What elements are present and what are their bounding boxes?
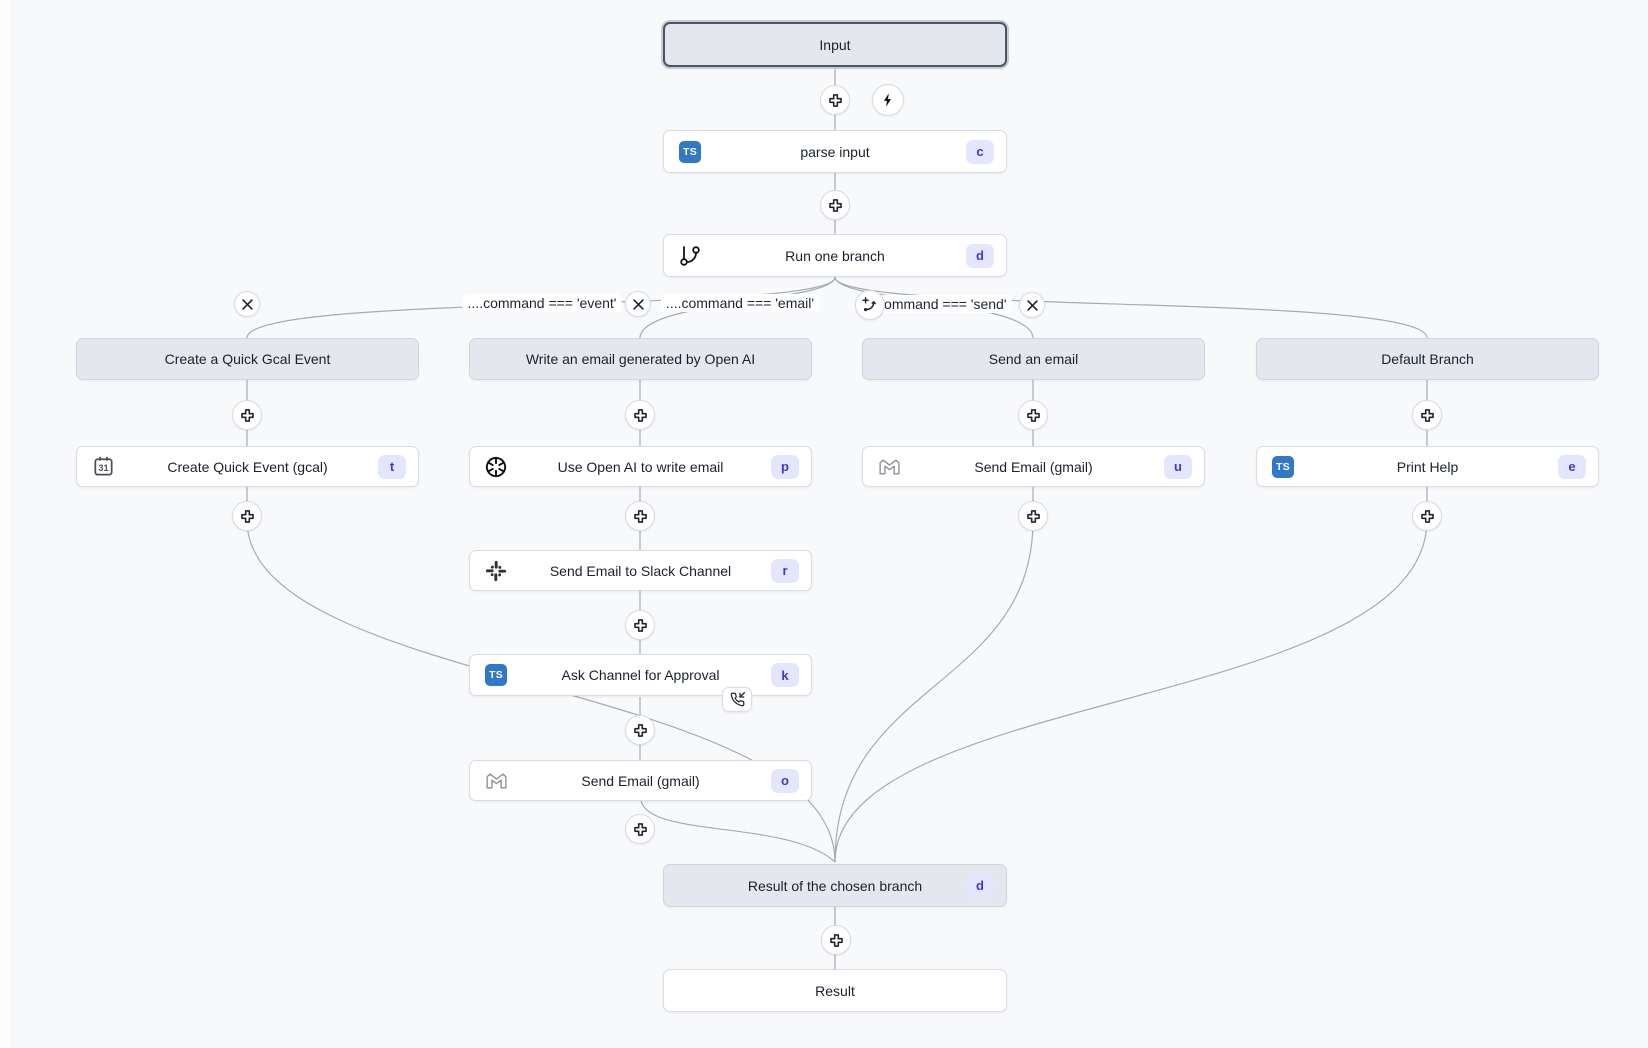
node-send-email-slack[interactable]: Send Email to Slack Channel r bbox=[469, 550, 812, 591]
insert-step-button[interactable] bbox=[625, 814, 655, 844]
node-result[interactable]: Result bbox=[663, 969, 1007, 1012]
step-id-badge: p bbox=[771, 454, 799, 479]
step-label: Create Quick Event (gcal) bbox=[167, 458, 328, 475]
remove-branch-button[interactable] bbox=[1019, 292, 1045, 318]
plus-icon bbox=[1420, 408, 1434, 422]
insert-step-button[interactable] bbox=[625, 501, 655, 531]
plus-icon bbox=[829, 933, 843, 947]
insert-step-button[interactable] bbox=[625, 400, 655, 430]
node-run-one-branch[interactable]: Run one branch d bbox=[663, 234, 1007, 277]
step-id-badge: d bbox=[966, 873, 994, 898]
node-use-openai[interactable]: Use Open AI to write email p bbox=[469, 446, 812, 487]
insert-step-button[interactable] bbox=[821, 925, 851, 955]
phone-incoming-icon bbox=[730, 692, 745, 707]
node-parse-input-label: parse input bbox=[800, 143, 870, 160]
plus-icon bbox=[1420, 509, 1434, 523]
step-id-badge: t bbox=[378, 454, 406, 479]
step-id-badge: e bbox=[1558, 454, 1586, 479]
close-icon bbox=[241, 298, 253, 310]
svg-text:31: 31 bbox=[98, 463, 108, 473]
step-label: Use Open AI to write email bbox=[557, 458, 724, 475]
branch-condition-label: ....command === 'send' bbox=[856, 295, 1012, 313]
lightning-icon bbox=[883, 93, 892, 107]
step-label: Send Email to Slack Channel bbox=[549, 562, 732, 579]
insert-step-button[interactable] bbox=[1412, 501, 1442, 531]
branch-header-label: Write an email generated by Open AI bbox=[525, 351, 756, 367]
typescript-icon: TS bbox=[483, 662, 509, 688]
branch-condition-label: ....command === 'event' bbox=[462, 294, 622, 312]
node-print-help[interactable]: TS Print Help e bbox=[1256, 446, 1599, 487]
plus-icon bbox=[633, 408, 647, 422]
insert-step-button[interactable] bbox=[820, 85, 850, 115]
node-send-email-gmail[interactable]: Send Email (gmail) u bbox=[862, 446, 1205, 487]
left-gutter bbox=[0, 0, 11, 1048]
plus-icon bbox=[633, 723, 647, 737]
branch-header-label: Default Branch bbox=[1381, 351, 1474, 367]
gmail-icon bbox=[483, 768, 509, 794]
step-label: Send Email (gmail) bbox=[581, 772, 700, 789]
plus-icon bbox=[1026, 408, 1040, 422]
add-branch-button[interactable] bbox=[855, 290, 885, 320]
step-label: Ask Channel for Approval bbox=[561, 667, 720, 683]
step-id-badge: r bbox=[771, 558, 799, 583]
remove-branch-button[interactable] bbox=[234, 291, 260, 317]
node-create-quick-event[interactable]: 31 Create Quick Event (gcal) t bbox=[76, 446, 419, 487]
node-parse-input[interactable]: TS parse input c bbox=[663, 130, 1007, 173]
gmail-icon bbox=[876, 454, 902, 480]
branch-header-send-email[interactable]: Send an email bbox=[862, 338, 1205, 380]
slack-icon bbox=[483, 558, 509, 584]
branch-header-openai-email[interactable]: Write an email generated by Open AI bbox=[469, 338, 812, 380]
remove-branch-button[interactable] bbox=[625, 291, 651, 317]
branch-header-label: Send an email bbox=[988, 351, 1079, 367]
insert-step-button[interactable] bbox=[1412, 400, 1442, 430]
plus-icon bbox=[633, 822, 647, 836]
step-id-badge: u bbox=[1164, 454, 1192, 479]
insert-step-button[interactable] bbox=[625, 715, 655, 745]
branch-header-label: Create a Quick Gcal Event bbox=[164, 351, 331, 367]
step-id-badge: o bbox=[771, 768, 799, 793]
plus-icon bbox=[240, 509, 254, 523]
plus-icon bbox=[828, 93, 842, 107]
insert-step-button[interactable] bbox=[625, 610, 655, 640]
plus-icon bbox=[1026, 509, 1040, 523]
suspend-approval-badge bbox=[722, 687, 752, 712]
step-id-badge: c bbox=[966, 139, 994, 164]
step-id-badge: k bbox=[771, 663, 799, 687]
insert-step-button[interactable] bbox=[1018, 400, 1048, 430]
git-branch-icon bbox=[677, 243, 703, 269]
plus-icon bbox=[633, 509, 647, 523]
add-branch-icon bbox=[862, 297, 876, 312]
typescript-icon: TS bbox=[677, 139, 703, 165]
step-label: Print Help bbox=[1396, 458, 1459, 475]
node-result-gather-label: Result of the chosen branch bbox=[747, 877, 923, 894]
step-label: Send Email (gmail) bbox=[974, 458, 1093, 475]
plus-icon bbox=[633, 618, 647, 632]
gcal-calendar-icon: 31 bbox=[90, 454, 116, 480]
node-input-label: Input bbox=[819, 36, 851, 53]
close-icon bbox=[632, 298, 644, 310]
close-icon bbox=[1026, 299, 1038, 311]
node-run-one-branch-label: Run one branch bbox=[785, 247, 885, 264]
node-ask-channel-approval[interactable]: TS Ask Channel for Approval k bbox=[469, 654, 812, 696]
insert-step-button[interactable] bbox=[1018, 501, 1048, 531]
insert-step-button[interactable] bbox=[820, 190, 850, 220]
plus-icon bbox=[828, 198, 842, 212]
trigger-button[interactable] bbox=[872, 84, 904, 116]
node-input[interactable]: Input bbox=[663, 22, 1007, 67]
branch-header-gcal-event[interactable]: Create a Quick Gcal Event bbox=[76, 338, 419, 380]
insert-step-button[interactable] bbox=[232, 400, 262, 430]
typescript-icon: TS bbox=[1270, 454, 1296, 480]
step-id-badge: d bbox=[966, 243, 994, 268]
node-result-label: Result bbox=[815, 982, 855, 999]
branch-header-default[interactable]: Default Branch bbox=[1256, 338, 1599, 380]
branch-condition-label: ....command === 'email' bbox=[660, 294, 820, 312]
node-result-gather[interactable]: Result of the chosen branch d bbox=[663, 864, 1007, 907]
openai-icon bbox=[483, 454, 509, 480]
insert-step-button[interactable] bbox=[232, 501, 262, 531]
plus-icon bbox=[240, 408, 254, 422]
node-send-email-gmail-approval[interactable]: Send Email (gmail) o bbox=[469, 760, 812, 801]
